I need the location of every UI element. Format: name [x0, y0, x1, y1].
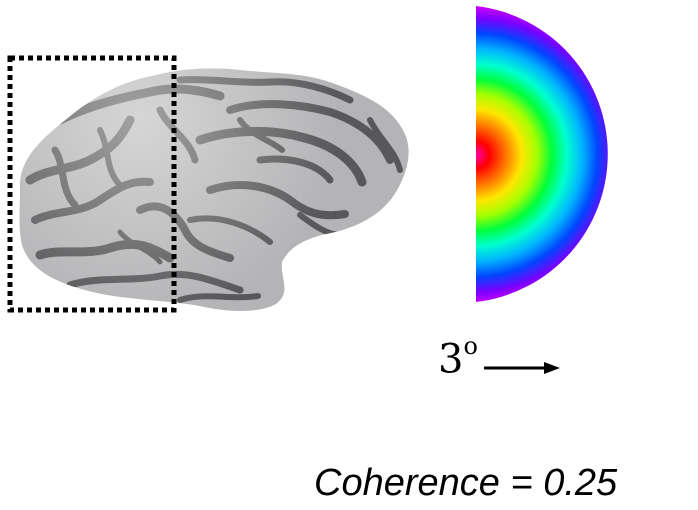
brain-surface [19, 68, 409, 311]
scale-value: 3 [438, 336, 464, 383]
brain-shading [19, 68, 409, 311]
scale-label: 3o [438, 334, 478, 383]
roi-dashed-box [7, 55, 177, 313]
scale-arrow [484, 362, 560, 374]
coherence-label: Coherence = 0.25 [314, 462, 618, 504]
scale-arrow-head [544, 362, 560, 374]
scale-unit: o [463, 332, 478, 360]
polar-angle-legend [476, 6, 608, 302]
